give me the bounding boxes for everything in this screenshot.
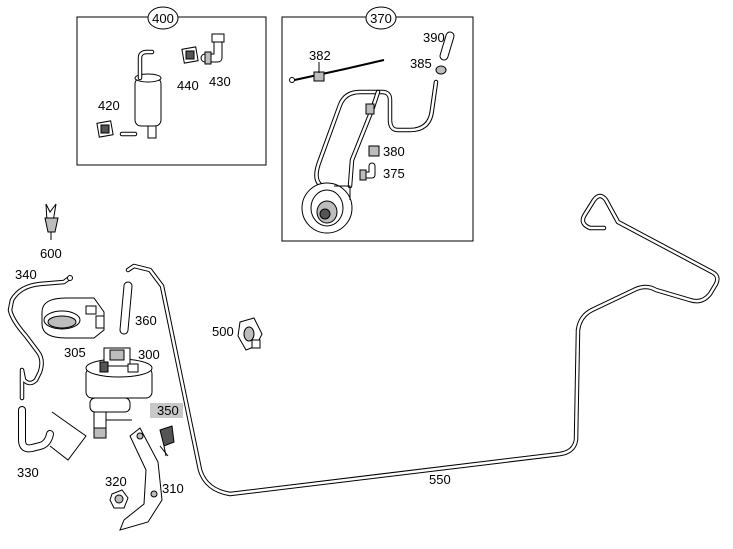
part-305-bracket[interactable] xyxy=(41,297,105,339)
label-305[interactable]: 305 xyxy=(64,345,86,360)
label-420[interactable]: 420 xyxy=(98,98,120,113)
label-380[interactable]: 380 xyxy=(383,144,405,159)
group-370-callout[interactable]: 370 xyxy=(370,11,392,26)
group-400-frame xyxy=(76,16,267,166)
label-350-highlight xyxy=(150,403,183,418)
group-370: 370 382 390 385 xyxy=(281,6,474,242)
part-600-clip[interactable] xyxy=(44,203,59,240)
part-430-elbow[interactable] xyxy=(200,33,225,65)
label-390[interactable]: 390 xyxy=(423,30,445,45)
label-330[interactable]: 330 xyxy=(17,465,39,480)
part-310-bracket[interactable] xyxy=(119,427,163,531)
label-382[interactable]: 382 xyxy=(309,48,331,63)
group-400-callout[interactable]: 400 xyxy=(152,11,174,26)
part-350-connector[interactable] xyxy=(159,425,175,457)
part-370-vacuum-line[interactable] xyxy=(301,79,439,234)
label-360[interactable]: 360 xyxy=(135,313,157,328)
label-385[interactable]: 385 xyxy=(410,56,432,71)
label-340[interactable]: 340 xyxy=(15,267,37,282)
label-440[interactable]: 440 xyxy=(177,78,199,93)
label-350[interactable]: 350 xyxy=(157,403,179,418)
group-400-callout-circle[interactable] xyxy=(147,6,179,30)
label-500[interactable]: 500 xyxy=(212,324,234,339)
part-500-clamp[interactable] xyxy=(237,317,263,351)
label-430[interactable]: 430 xyxy=(209,74,231,89)
label-550[interactable]: 550 xyxy=(429,472,451,487)
part-420-separator[interactable] xyxy=(96,49,162,139)
label-600[interactable]: 600 xyxy=(40,246,62,261)
part-380-connector[interactable] xyxy=(368,145,380,157)
part-330-hose[interactable] xyxy=(18,406,87,461)
label-320[interactable]: 320 xyxy=(105,474,127,489)
part-390-hose[interactable] xyxy=(439,31,455,61)
label-375[interactable]: 375 xyxy=(383,166,405,181)
part-375-elbow[interactable] xyxy=(359,162,376,181)
label-300[interactable]: 300 xyxy=(138,347,160,362)
group-400: 400 420 440 430 xyxy=(76,6,267,166)
label-310[interactable]: 310 xyxy=(162,481,184,496)
part-300-valve[interactable] xyxy=(85,347,153,439)
part-550-vacuum-line[interactable] xyxy=(125,193,720,497)
part-360-hose[interactable] xyxy=(119,281,133,335)
part-440-clamp[interactable] xyxy=(181,46,199,64)
part-340-vacuum-line[interactable] xyxy=(7,275,73,401)
part-320-nut[interactable] xyxy=(109,489,129,509)
part-385-clamp[interactable] xyxy=(435,65,447,75)
group-370-callout-circle[interactable] xyxy=(365,6,397,30)
part-382-cable-tie[interactable] xyxy=(289,59,385,83)
